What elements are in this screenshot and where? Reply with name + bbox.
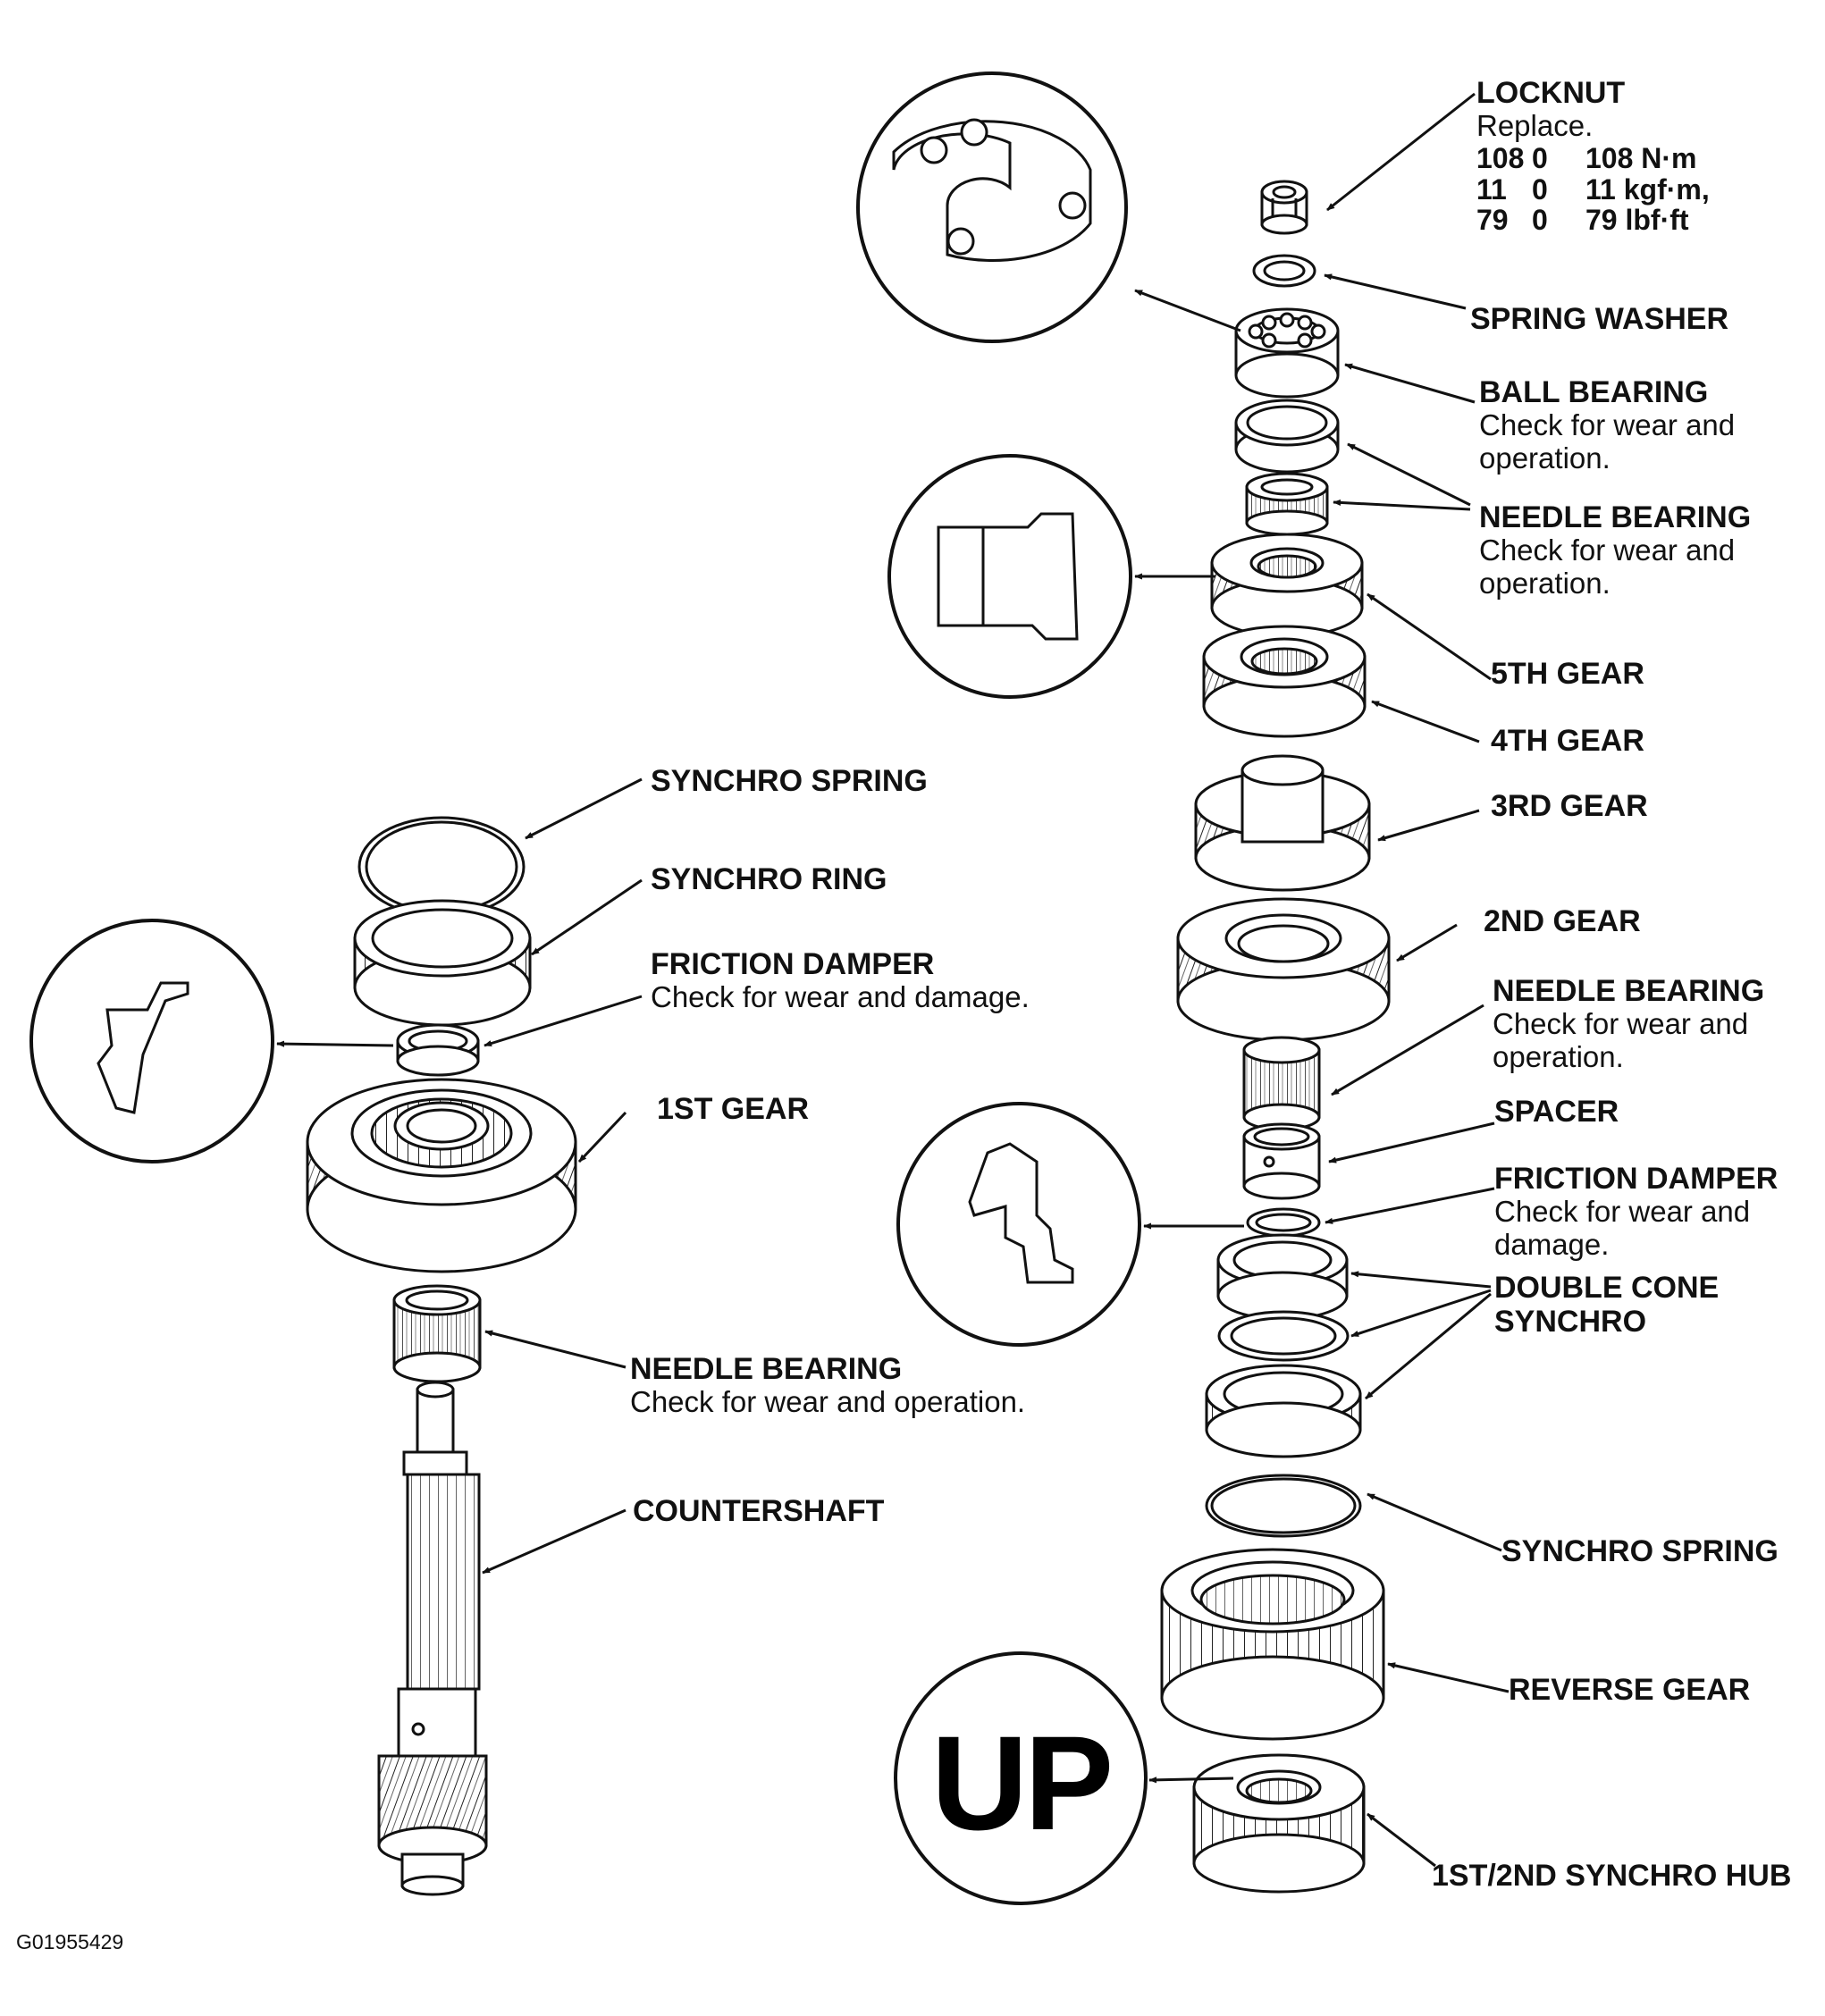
label-third-gear: 3RD GEAR bbox=[1491, 789, 1648, 823]
third-gear-part bbox=[1194, 754, 1371, 892]
figure-id: G01955429 bbox=[16, 1930, 124, 1953]
label-first-gear: 1ST GEAR bbox=[657, 1092, 809, 1126]
ball-bearing-note-2: operation. bbox=[1479, 441, 1611, 475]
bearing-race-part bbox=[1234, 399, 1340, 474]
label-friction-damper-left: FRICTION DAMPER Check for wear and damag… bbox=[651, 947, 1030, 1014]
friction-damper-right-part bbox=[1246, 1207, 1321, 1238]
needle-bearing-top-part bbox=[1245, 472, 1329, 536]
spring-washer-title: SPRING WASHER bbox=[1470, 302, 1729, 336]
synchro-spring-left-part bbox=[357, 816, 526, 918]
friction-damper-right-note-2: damage. bbox=[1494, 1228, 1610, 1262]
label-synchro-spring-right: SYNCHRO SPRING bbox=[1501, 1534, 1779, 1568]
ball-bearing-title: BALL BEARING bbox=[1479, 375, 1709, 409]
synchro-ring-left-part bbox=[353, 899, 532, 1027]
needle-bearing-top-title: NEEDLE BEARING bbox=[1479, 500, 1752, 534]
friction-damper-right-title: FRICTION DAMPER bbox=[1494, 1162, 1779, 1196]
torque-1-b: 0 bbox=[1532, 142, 1548, 175]
detail-up-mark-circle bbox=[894, 1651, 1148, 1905]
second-gear-part bbox=[1176, 897, 1391, 1042]
double-cone-title-1: DOUBLE CONE bbox=[1494, 1271, 1720, 1305]
spacer-title: SPACER bbox=[1494, 1095, 1619, 1129]
third-gear-title: 3RD GEAR bbox=[1491, 789, 1648, 823]
synchro-spring-right-title: SYNCHRO SPRING bbox=[1501, 1534, 1779, 1568]
synchro-hub-title: 1ST/2ND SYNCHRO HUB bbox=[1432, 1859, 1792, 1893]
fourth-gear-part bbox=[1202, 625, 1367, 738]
synchro-spring-right-part bbox=[1205, 1474, 1362, 1538]
torque-1-c: 108 N·m bbox=[1585, 142, 1697, 175]
label-spacer: SPACER bbox=[1494, 1095, 1619, 1129]
reverse-gear-title: REVERSE GEAR bbox=[1509, 1673, 1751, 1707]
label-needle-bearing-mid: NEEDLE BEARING Check for wear and operat… bbox=[1493, 974, 1764, 1074]
friction-damper-left-part bbox=[396, 1023, 480, 1077]
torque-3-b: 0 bbox=[1532, 204, 1548, 237]
spacer-part bbox=[1242, 1122, 1321, 1200]
synchro-spring-left-title: SYNCHRO SPRING bbox=[651, 764, 928, 798]
countershaft-title: COUNTERSHAFT bbox=[633, 1494, 885, 1528]
needle-bearing-mid-part bbox=[1242, 1036, 1321, 1131]
label-synchro-hub: 1ST/2ND SYNCHRO HUB bbox=[1432, 1859, 1791, 1893]
label-needle-bearing-left: NEEDLE BEARING Check for wear and operat… bbox=[630, 1352, 1025, 1419]
detail-friction-damper-right-circle bbox=[896, 1102, 1141, 1347]
ball-bearing-part bbox=[1234, 307, 1340, 399]
locknut-title: LOCKNUT bbox=[1476, 76, 1626, 110]
label-needle-bearing-top: NEEDLE BEARING Check for wear and operat… bbox=[1479, 500, 1751, 601]
needle-bearing-left-part bbox=[392, 1284, 482, 1383]
spring-washer-part bbox=[1252, 254, 1316, 288]
countershaft-part bbox=[377, 1381, 488, 1896]
label-double-cone-synchro: DOUBLE CONE SYNCHRO bbox=[1494, 1271, 1719, 1339]
friction-damper-left-note: Check for wear and damage. bbox=[651, 980, 1030, 1014]
first-gear-title: 1ST GEAR bbox=[657, 1092, 810, 1126]
fifth-gear-title: 5TH GEAR bbox=[1491, 657, 1644, 691]
second-gear-title: 2ND GEAR bbox=[1484, 904, 1641, 938]
reverse-gear-part bbox=[1160, 1548, 1385, 1741]
label-spring-washer: SPRING WASHER bbox=[1470, 302, 1728, 336]
needle-bearing-mid-title: NEEDLE BEARING bbox=[1493, 974, 1765, 1008]
locknut-part bbox=[1260, 180, 1308, 235]
label-ball-bearing: BALL BEARING Check for wear and operatio… bbox=[1479, 375, 1735, 475]
label-friction-damper-right: FRICTION DAMPER Check for wear and damag… bbox=[1494, 1162, 1778, 1262]
fourth-gear-title: 4TH GEAR bbox=[1491, 724, 1644, 758]
detail-ball-bearing-circle bbox=[856, 71, 1128, 343]
friction-damper-right-note-1: Check for wear and bbox=[1494, 1195, 1751, 1229]
needle-bearing-left-title: NEEDLE BEARING bbox=[630, 1352, 903, 1386]
torque-row-2: 11 0 11 kgf·m, bbox=[1476, 174, 1710, 206]
torque-3-a: 79 bbox=[1476, 204, 1509, 237]
friction-damper-left-title: FRICTION DAMPER bbox=[651, 947, 935, 981]
countershaft-stack bbox=[306, 816, 577, 1896]
double-cone-synchro-part bbox=[1205, 1233, 1362, 1458]
label-second-gear: 2ND GEAR bbox=[1484, 904, 1641, 938]
detail-friction-damper-left-circle bbox=[29, 919, 274, 1163]
needle-bearing-top-note-1: Check for wear and bbox=[1479, 533, 1736, 567]
torque-1-a: 108 bbox=[1476, 142, 1525, 175]
synchro-hub-part bbox=[1192, 1753, 1366, 1894]
needle-bearing-left-note: Check for wear and operation. bbox=[630, 1385, 1026, 1419]
label-reverse-gear: REVERSE GEAR bbox=[1509, 1673, 1750, 1707]
needle-bearing-top-note-2: operation. bbox=[1479, 567, 1611, 601]
mainshaft-stack bbox=[1160, 180, 1391, 1894]
torque-2-c: 11 kgf·m, bbox=[1585, 172, 1710, 206]
label-fifth-gear: 5TH GEAR bbox=[1491, 657, 1644, 691]
torque-3-c: 79 lbf·ft bbox=[1585, 204, 1689, 237]
locknut-note: Replace. bbox=[1476, 109, 1594, 143]
label-fourth-gear: 4TH GEAR bbox=[1491, 724, 1644, 758]
detail-gear-profile-circle bbox=[887, 454, 1132, 699]
first-gear-part bbox=[306, 1078, 577, 1273]
torque-row-3: 79 0 79 lbf·ft bbox=[1476, 205, 1710, 236]
torque-2-b: 0 bbox=[1532, 172, 1548, 206]
torque-2-a: 11 bbox=[1476, 172, 1507, 206]
needle-bearing-mid-note-2: operation. bbox=[1493, 1040, 1624, 1074]
needle-bearing-mid-note-1: Check for wear and bbox=[1493, 1007, 1749, 1041]
ball-bearing-note-1: Check for wear and bbox=[1479, 408, 1736, 442]
synchro-ring-title: SYNCHRO RING bbox=[651, 862, 887, 896]
up-mark-text: UP bbox=[930, 1708, 1114, 1858]
label-synchro-ring: SYNCHRO RING bbox=[651, 862, 887, 896]
leader-lines bbox=[276, 92, 1510, 1868]
label-synchro-spring-left: SYNCHRO SPRING bbox=[651, 764, 928, 798]
fifth-gear-part bbox=[1210, 533, 1364, 638]
double-cone-title-2: SYNCHRO bbox=[1494, 1305, 1647, 1340]
label-countershaft: COUNTERSHAFT bbox=[633, 1494, 884, 1528]
